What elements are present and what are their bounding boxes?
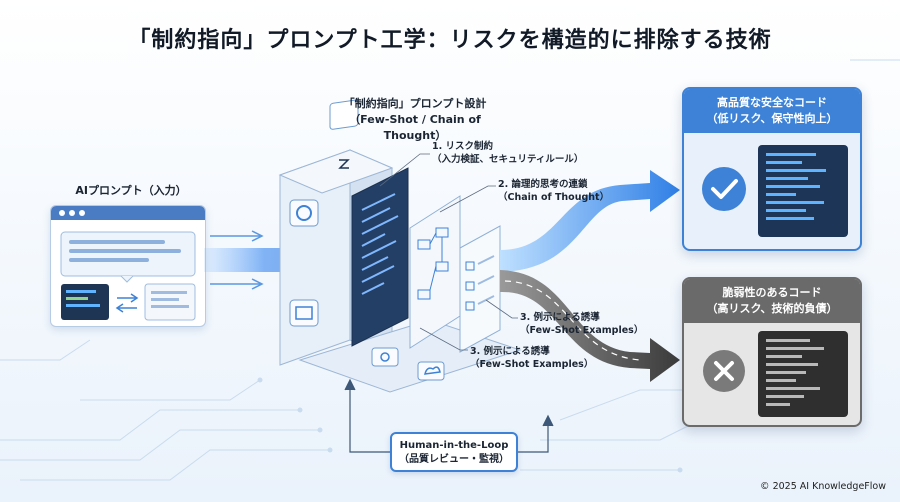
annotation-sub: （Few-Shot Examples） xyxy=(470,359,594,370)
annotation-title: 1. リスク制約 xyxy=(432,141,494,152)
prompt-content-illustration xyxy=(60,231,196,321)
annotation-title: 2. 論理的思考の連鎖 xyxy=(498,179,588,190)
good-card-subtitle: （低リスク、保守性向上） xyxy=(706,112,838,125)
panel-checklist xyxy=(459,225,501,353)
design-title: 「制約指向」プロンプト設計 xyxy=(343,97,487,110)
page-title: 「制約指向」プロンプト工学：リスクを構造的に排除する技術 xyxy=(128,28,772,53)
design-subtitle: （Few-Shot / Chain of Thought） xyxy=(349,113,481,142)
x-icon xyxy=(714,361,734,381)
copyright: © 2025 AI KnowledgeFlow xyxy=(760,481,886,492)
gear-icon xyxy=(371,347,399,367)
panel-code xyxy=(351,167,409,347)
annotation-sub: （入力検証、セキュリティルール） xyxy=(432,154,584,165)
annotation-title: 3. 例示による誘導 xyxy=(470,346,550,357)
annotation-few-shot-2: 3. 例示による誘導 （Few-Shot Examples） xyxy=(470,345,620,371)
window-titlebar xyxy=(51,206,205,220)
feedback-loop xyxy=(344,378,554,453)
check-icon xyxy=(711,179,738,199)
good-card-illustration xyxy=(702,145,848,237)
annotation-title: 3. 例示による誘導 xyxy=(520,312,600,323)
design-label: 「制約指向」プロンプト設計 （Few-Shot / Chain of Thoug… xyxy=(340,96,490,144)
bad-output-card: 脆弱性のあるコード （高リスク、技術的負債） xyxy=(682,277,862,427)
good-card-header: 高品質な安全なコード （低リスク、保守性向上） xyxy=(684,89,860,133)
input-prompt-window xyxy=(50,205,206,327)
input-label: AIプロンプト（入力） xyxy=(75,184,187,197)
good-output-arrow xyxy=(500,170,680,272)
hitl-title: Human-in-the-Loop xyxy=(399,440,509,451)
bad-card-subtitle: （高リスク、技術的負債） xyxy=(706,302,838,315)
annotation-chain-of-thought: 2. 論理的思考の連鎖 （Chain of Thought） xyxy=(498,178,648,204)
human-in-the-loop-box: Human-in-the-Loop （品質レビュー・監視） xyxy=(390,432,518,472)
annotation-few-shot-1: 3. 例示による誘導 （Few-Shot Examples） xyxy=(520,311,670,337)
bad-output-arrow xyxy=(500,270,680,382)
leader-lines xyxy=(379,153,518,351)
bad-card-title: 脆弱性のあるコード xyxy=(722,286,822,299)
annotation-sub: （Chain of Thought） xyxy=(498,192,610,203)
annotation-sub: （Few-Shot Examples） xyxy=(520,325,644,336)
bad-card-header: 脆弱性のあるコード （高リスク、技術的負債） xyxy=(684,279,860,323)
good-card-title: 高品質な安全なコード xyxy=(717,96,827,109)
good-output-card: 高品質な安全なコード （低リスク、保守性向上） xyxy=(682,87,862,251)
panel-flowchart xyxy=(409,195,461,349)
annotation-risk-constraint: 1. リスク制約 （入力検証、セキュリティルール） xyxy=(432,140,602,166)
cloud-icon xyxy=(417,361,445,381)
bad-card-illustration xyxy=(703,331,848,417)
hitl-subtitle: （品質レビュー・監視） xyxy=(399,454,509,465)
